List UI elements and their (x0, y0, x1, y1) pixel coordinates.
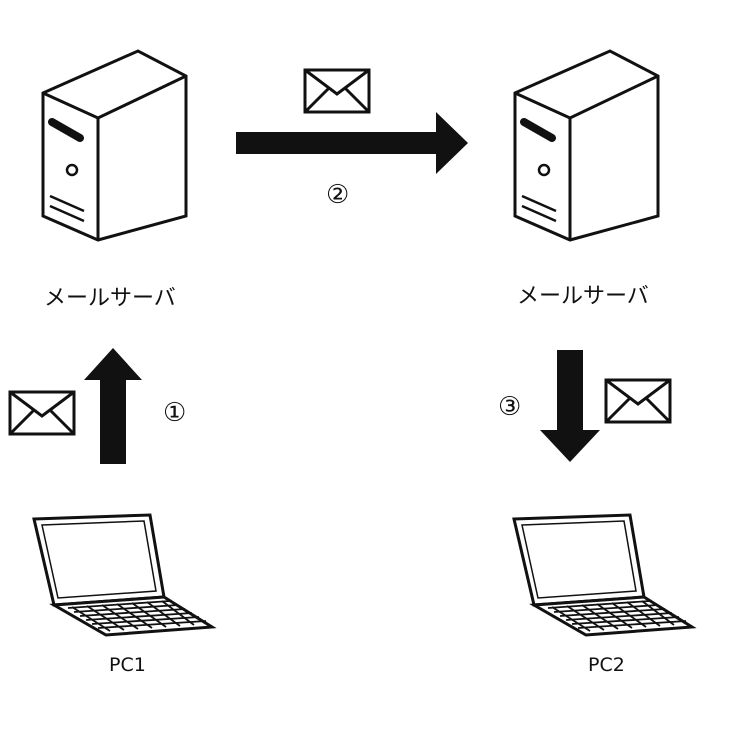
arrow-up-icon (84, 348, 142, 464)
step-3-marker: ③ (498, 392, 522, 422)
server-right-icon (513, 49, 660, 242)
pc-left-label: PC1 (109, 654, 146, 676)
step-2-marker: ② (326, 180, 350, 210)
laptop-right-icon (512, 513, 697, 637)
envelope-icon (604, 378, 672, 424)
envelope-icon (8, 390, 76, 436)
server-right-label: メールサーバ (517, 284, 649, 309)
pc-right-label: PC2 (588, 654, 625, 676)
envelope-icon (303, 68, 371, 114)
arrow-right-icon (236, 112, 468, 174)
server-left-label: メールサーバ (44, 286, 176, 311)
arrow-down-icon (540, 350, 600, 462)
server-left-icon (41, 49, 188, 242)
step-1-marker: ① (163, 398, 187, 428)
laptop-left-icon (32, 513, 217, 637)
